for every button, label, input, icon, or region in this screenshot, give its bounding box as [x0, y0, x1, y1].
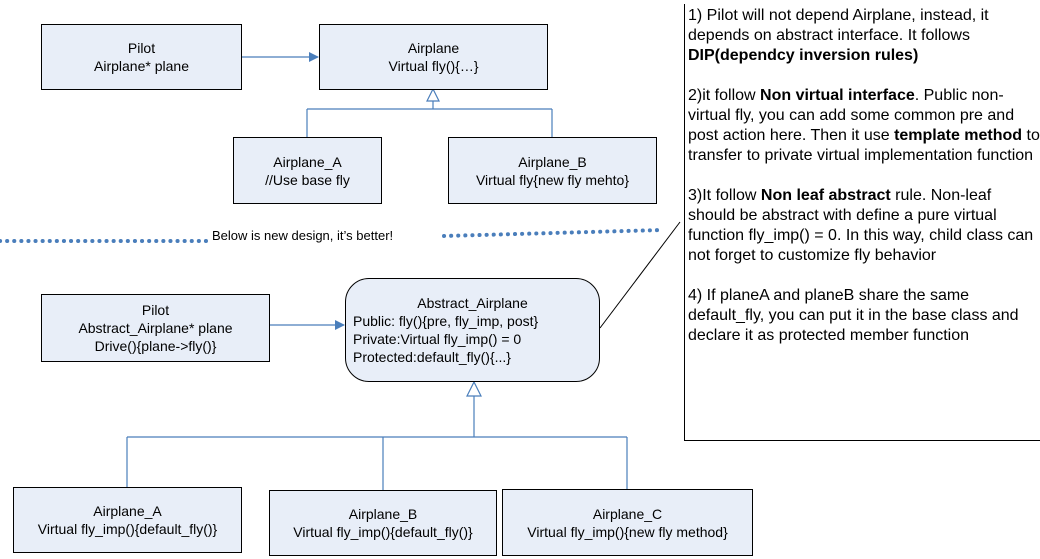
class-public-member: Public: fly(){pre, fly_imp, post}	[353, 313, 539, 329]
note-text: rule. Non-leaf should be abstract with d…	[688, 187, 1034, 264]
note-text: to transfer to private virtual implement…	[688, 127, 1040, 164]
note-text: 1) Pilot will not depend Airplane, inste…	[688, 7, 989, 44]
note-4: 4) If planeA and planeB share the same d…	[688, 286, 1040, 346]
note-3: 3)It follow Non leaf abstract rule. Non-…	[688, 186, 1040, 266]
old-airplane-class[interactable]: Airplane Virtual fly(){…}	[319, 24, 548, 90]
class-title: Pilot	[127, 40, 156, 56]
divider-label: Below is new design, it’s better!	[211, 228, 395, 243]
note-text: . Public non-virtual fly, you can add so…	[688, 87, 1015, 144]
class-private-member: Private:Virtual fly_imp() = 0	[353, 331, 522, 347]
new-airplane-a-class[interactable]: Airplane_A Virtual fly_imp(){default_fly…	[13, 487, 242, 553]
class-member: Drive(){plane->fly()}	[94, 338, 217, 354]
divider-line-right	[442, 228, 664, 238]
notes-callout-line	[599, 221, 681, 329]
note-bold: template method	[894, 127, 1023, 144]
note-text: 4) If planeA and planeB share the same d…	[688, 287, 1019, 344]
new-pilot-class[interactable]: Pilot Abstract_Airplane* plane Drive(){p…	[41, 294, 270, 362]
note-text: 3)It follow	[688, 187, 761, 204]
new-inheritance-triangle	[466, 380, 482, 397]
class-title: Pilot	[141, 302, 170, 318]
class-member: //Use base fly	[265, 171, 350, 188]
class-member: Virtual fly_imp(){default_fly()}	[293, 524, 473, 540]
note-text: 2)it follow	[688, 87, 761, 104]
note-bold: DIP(dependcy inversion rules)	[688, 47, 919, 64]
class-member: Virtual fly{new fly mehto}	[475, 171, 630, 188]
old-inheritance-triangle	[426, 87, 440, 102]
class-member: Virtual fly_imp(){new fly method}	[527, 523, 728, 540]
class-member: Virtual fly_imp(){default_fly()}	[37, 521, 218, 537]
abstract-airplane-class[interactable]: Abstract_Airplane Public: fly(){pre, fly…	[345, 278, 600, 382]
note-bold: Non virtual interface	[760, 87, 915, 104]
class-member: Abstract_Airplane* plane	[78, 320, 233, 336]
class-protected-member: Protected:default_fly(){...}	[353, 349, 511, 365]
class-title: Airplane_C	[592, 505, 663, 522]
old-airplane-a-class[interactable]: Airplane_A //Use base fly	[233, 137, 382, 204]
new-airplane-c-class[interactable]: Airplane_C Virtual fly_imp(){new fly met…	[502, 489, 753, 556]
note-2: 2)it follow Non virtual interface. Publi…	[688, 86, 1040, 166]
class-title: Airplane_B	[518, 153, 587, 170]
class-title: Airplane_B	[348, 506, 418, 522]
old-pilot-class[interactable]: Pilot Airplane* plane	[41, 24, 242, 90]
note-bold: Non leaf abstract	[760, 187, 891, 204]
old-airplane-b-class[interactable]: Airplane_B Virtual fly{new fly mehto}	[448, 137, 657, 204]
design-notes-panel: 1) Pilot will not depend Airplane, inste…	[684, 4, 1040, 441]
note-1: 1) Pilot will not depend Airplane, inste…	[688, 6, 1040, 66]
class-member: Virtual fly(){…}	[388, 58, 479, 74]
class-title: Airplane_A	[93, 503, 162, 519]
class-member: Airplane* plane	[94, 58, 189, 74]
old-inheritance-connector	[306, 101, 553, 137]
new-inheritance-connector	[126, 396, 628, 490]
class-title: Airplane	[407, 40, 460, 56]
class-title: Airplane_A	[273, 153, 342, 170]
class-title: Abstract_Airplane	[417, 295, 528, 311]
new-airplane-b-class[interactable]: Airplane_B Virtual fly_imp(){default_fly…	[269, 490, 497, 556]
